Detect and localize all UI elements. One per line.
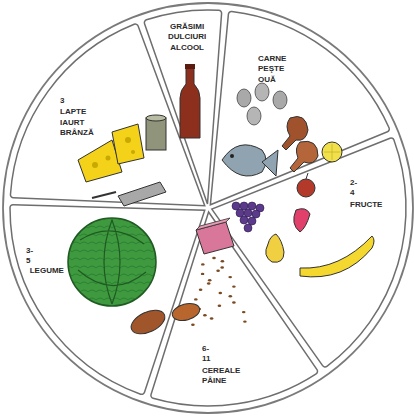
food-group-label: CEREALE PÂINE	[202, 366, 240, 387]
text-holder: 6-11	[202, 344, 210, 365]
seed-dot	[194, 298, 198, 300]
seed-dot	[201, 273, 205, 275]
seed-dot	[212, 257, 216, 259]
seed-dot	[203, 314, 207, 316]
seed-dot	[242, 311, 246, 313]
seed-dot	[221, 260, 225, 262]
sector-shape	[210, 11, 389, 204]
seed-dot	[218, 305, 222, 307]
seed-dot	[243, 320, 247, 322]
text-holder: CEREALE PÂINE	[202, 366, 240, 387]
text-holder: LEGUME	[30, 266, 64, 276]
seed-dot	[207, 282, 211, 284]
fruits	[232, 142, 374, 277]
text-holder: FRUCTE	[350, 200, 382, 210]
food-group-label: LEGUME	[30, 266, 64, 276]
text-holder: 2-4	[350, 178, 357, 199]
food-group-label: FRUCTE	[350, 200, 382, 210]
text-holder: CARNE PEŞTE OUĂ	[258, 54, 286, 85]
serving-count: 6-11	[202, 344, 210, 365]
seed-dot	[219, 292, 223, 294]
text-holder: 3	[60, 96, 64, 106]
seed-dot	[232, 301, 236, 303]
serving-count: 2-4	[350, 178, 357, 199]
meat-fish-eggs	[222, 83, 318, 176]
seed-dot	[220, 266, 224, 268]
seed-dot	[210, 317, 214, 319]
sector-shape	[10, 24, 204, 206]
sector-shape	[144, 10, 221, 204]
cabbage	[68, 218, 156, 306]
text-holder: 3-5	[26, 246, 33, 267]
sector-shape	[212, 138, 406, 367]
sector-shape	[10, 205, 205, 395]
seed-dot	[191, 324, 195, 326]
plate-rim	[3, 3, 413, 413]
seed-dot	[208, 279, 212, 281]
seed-dot	[229, 295, 233, 297]
sector-shape	[151, 212, 318, 406]
food-group-label: GRĂSIMI DULCIURI ALCOOL	[168, 22, 206, 53]
dairy-foods	[78, 115, 166, 206]
seed-dot	[201, 263, 205, 265]
seed-dot	[199, 289, 203, 291]
food-group-label: LAPTE IAURT BRÂNZĂ	[60, 107, 94, 138]
seed-dot	[216, 270, 220, 272]
food-group-label: CARNE PEŞTE OUĂ	[258, 54, 286, 85]
bottle	[180, 64, 200, 138]
text-holder: LAPTE IAURT BRÂNZĂ	[60, 107, 94, 138]
seed-dot	[232, 285, 236, 287]
text-holder: GRĂSIMI DULCIURI ALCOOL	[168, 22, 206, 53]
serving-count: 3-5	[26, 246, 33, 267]
seed-dot	[228, 276, 232, 278]
serving-count: 3	[60, 96, 64, 106]
